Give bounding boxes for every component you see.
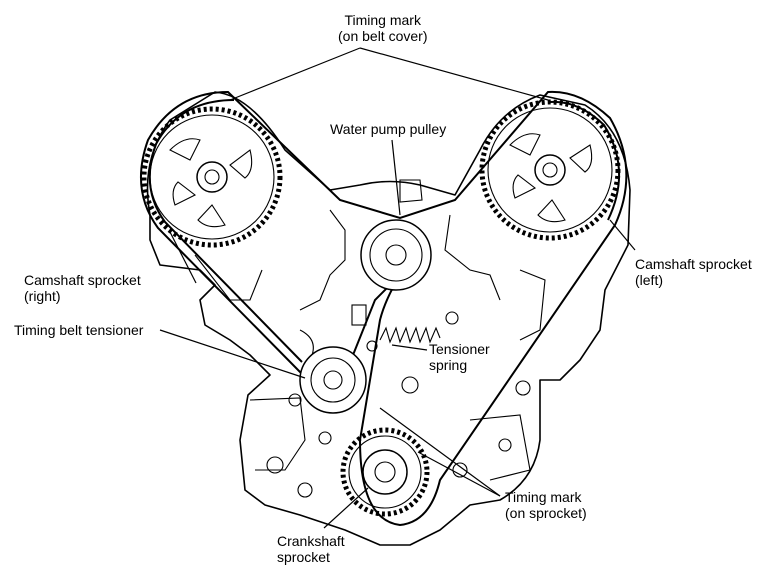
water-pump-pulley-label: Water pump pulley	[330, 121, 447, 137]
camshaft-sprocket-right-label: Camshaft sprocket (right)	[24, 272, 141, 304]
engine-block-outline	[146, 91, 631, 546]
crankshaft-sprocket-label: Crankshaft sprocket	[277, 533, 345, 565]
water-pump-pulley	[360, 219, 432, 291]
camshaft-sprocket-left	[479, 99, 621, 241]
leader-lines	[159, 47, 636, 529]
camshaft-sprocket-right	[141, 106, 283, 248]
camshaft-sprocket-left-label: Camshaft sprocket (left)	[635, 256, 752, 288]
timing-belt	[139, 90, 628, 527]
tensioner-spring	[366, 311, 459, 352]
timing-belt-tensioner-label: Timing belt tensioner	[14, 322, 144, 338]
crankshaft-sprocket	[340, 427, 430, 517]
timing-mark-sprocket-label: Timing mark (on sprocket)	[505, 489, 587, 521]
timing-belt-tensioner	[299, 346, 367, 414]
tensioner-spring-label: Tensioner spring	[429, 341, 490, 373]
timing-mark-cover-label: Timing mark (on belt cover)	[338, 12, 428, 44]
